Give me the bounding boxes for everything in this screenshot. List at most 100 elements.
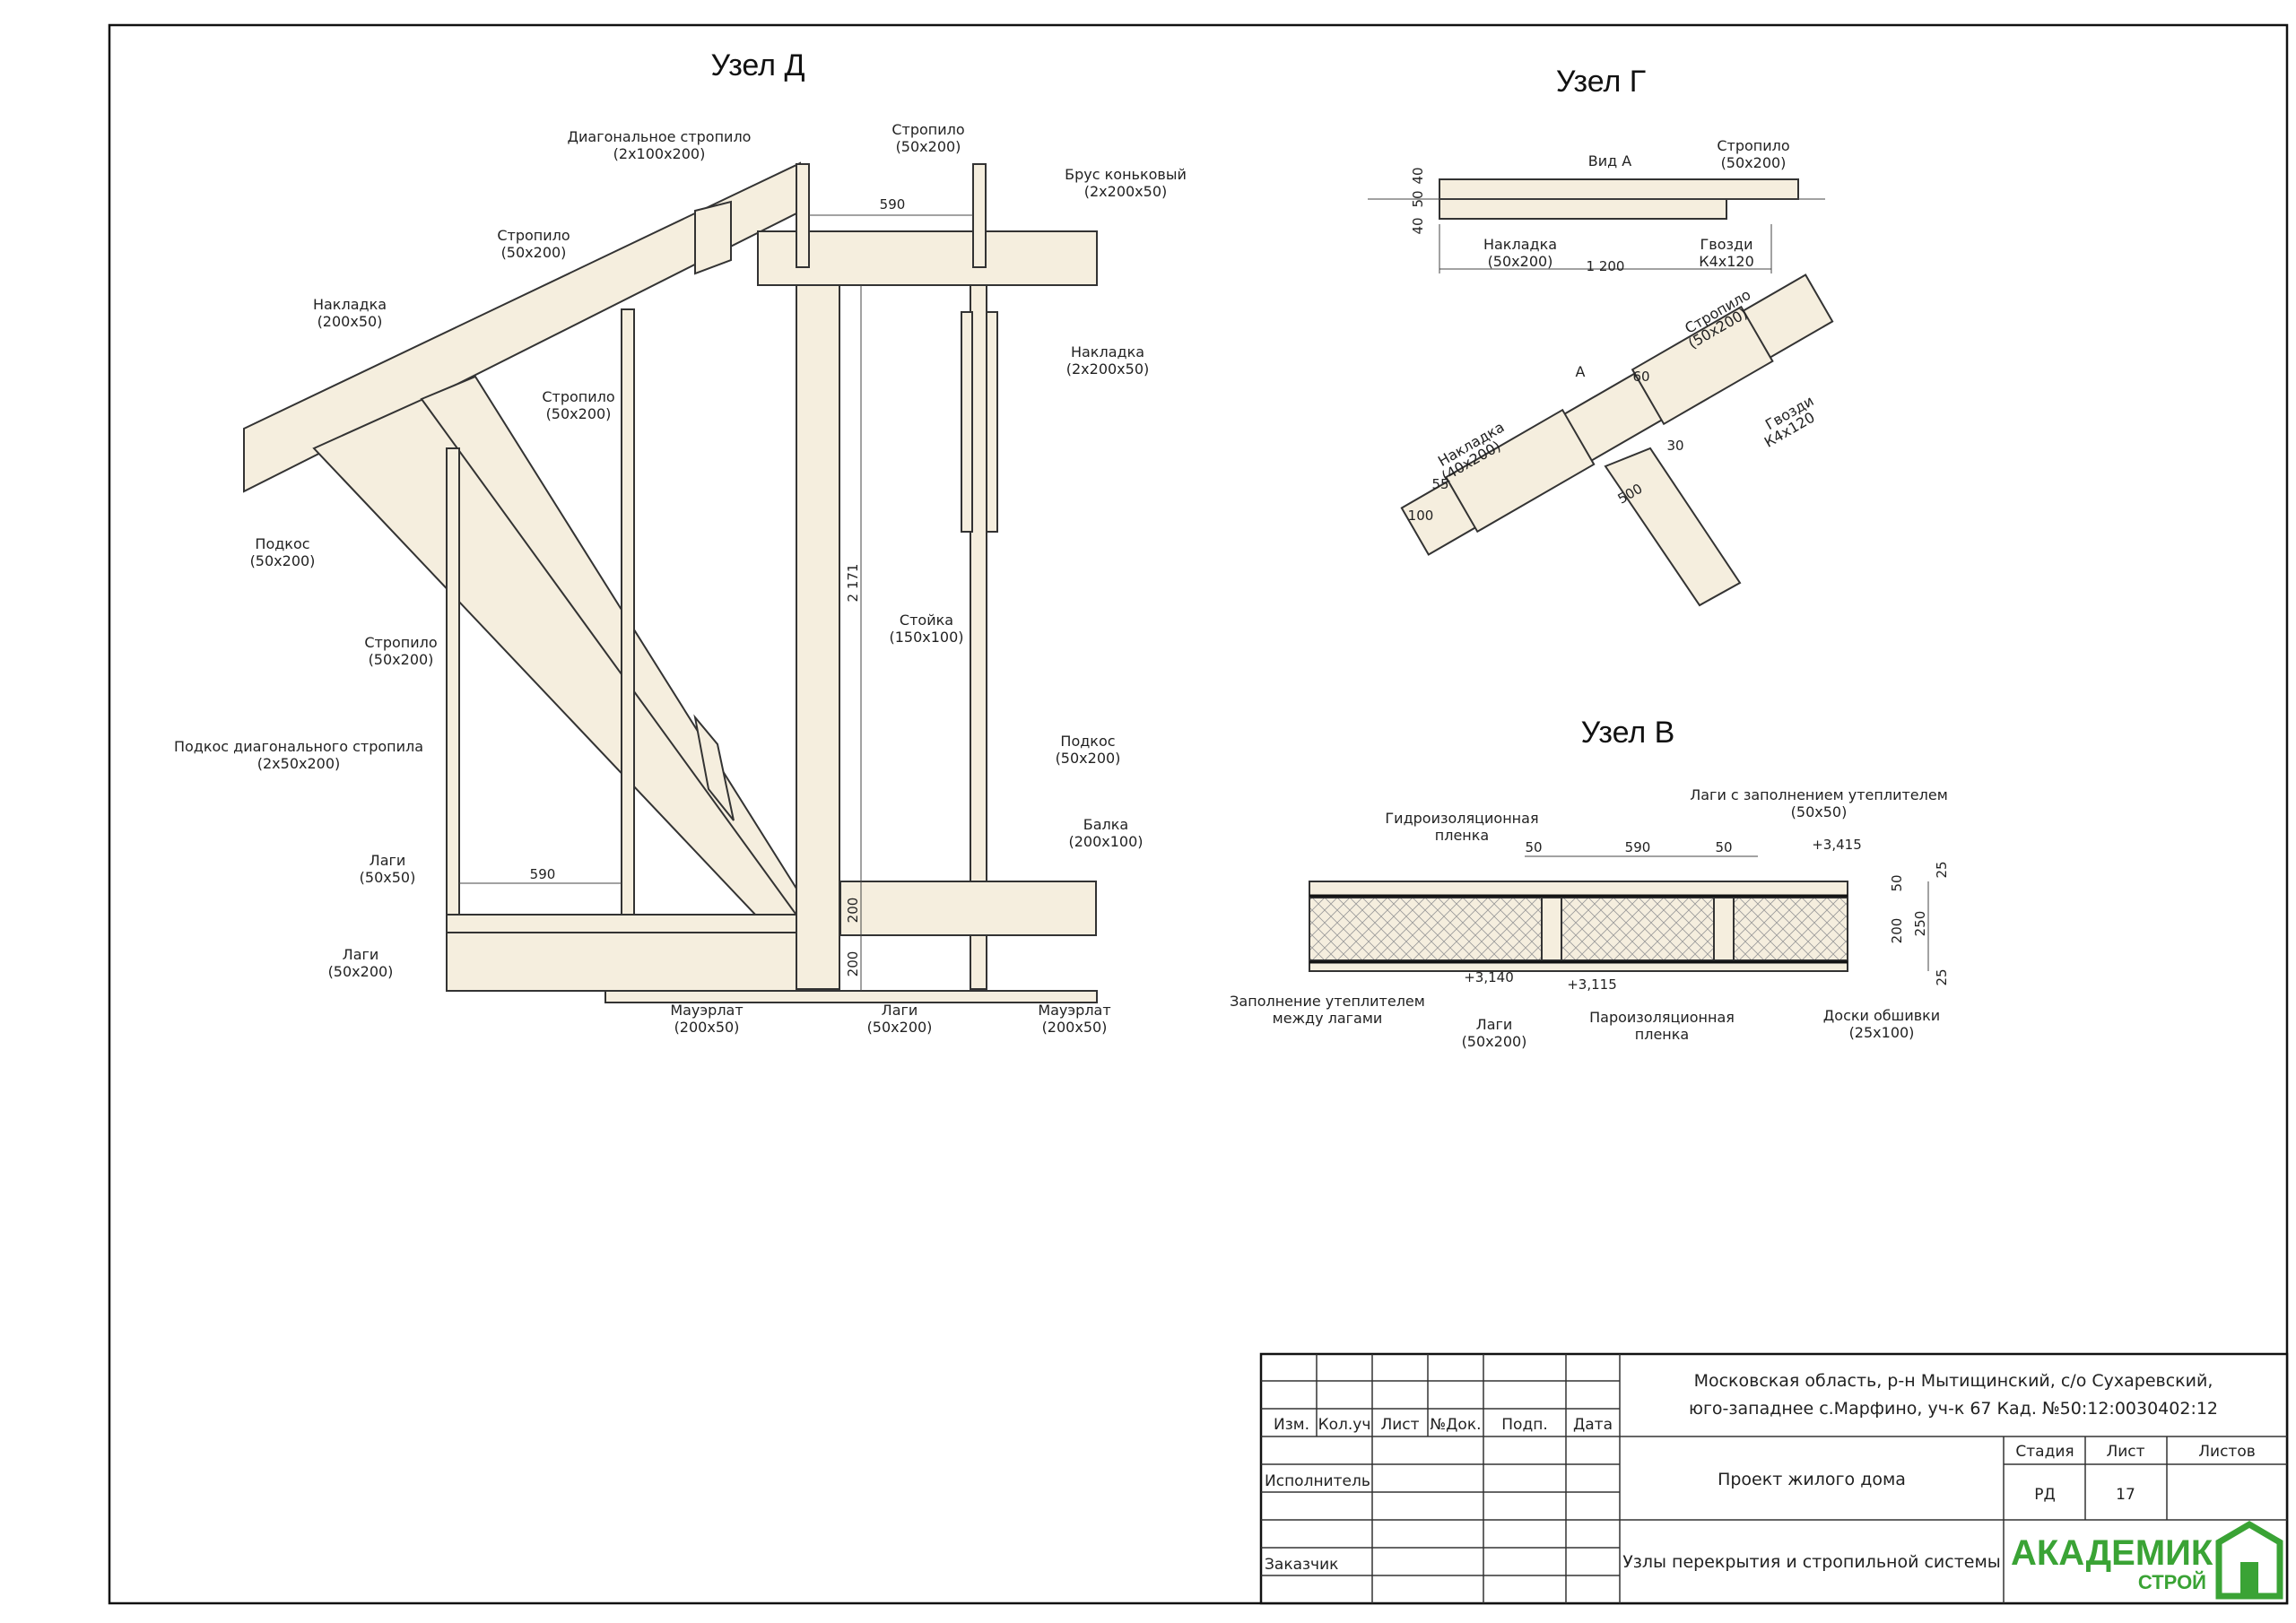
dim-1200: 1 200	[1587, 258, 1625, 274]
label-mauerlat-l-1: Мауэрлат	[670, 1002, 743, 1019]
label-strut-right-1: Подкос	[1060, 733, 1115, 750]
uzel-g-drawing	[1368, 178, 1834, 607]
label-fill-2: между лагами	[1273, 1010, 1383, 1027]
level-low: +3,115	[1567, 976, 1617, 993]
label-strut-right-2: (50х200)	[1056, 750, 1121, 767]
label-joist-small-2: (50х50)	[360, 869, 416, 886]
label-boards-1: Доски обшивки	[1823, 1007, 1940, 1024]
company-logo: АКАДЕМИК СТРОЙ	[2011, 1520, 2283, 1600]
tb-col-koluch: Кол.уч	[1318, 1416, 1371, 1434]
label-joist-bottom-2: (50х200)	[867, 1019, 933, 1036]
label-boards-2: (25х100)	[1849, 1024, 1915, 1041]
dim-v-r250: 250	[1912, 911, 1928, 937]
label-v-joists-1: Лаги	[1476, 1016, 1513, 1033]
dim-g-40b: 40	[1410, 217, 1426, 234]
label-post-1: Стойка	[900, 612, 953, 629]
tb-sheet-title: Узлы перекрытия и стропильной системы	[1622, 1552, 2001, 1572]
label-fill-1: Заполнение утеплителем	[1230, 993, 1425, 1010]
logo-sub-text: СТРОЙ	[2138, 1571, 2206, 1593]
label-rafter-left-2: (50х200)	[501, 244, 567, 261]
dim-200a: 200	[845, 898, 861, 924]
label-mauerlat-r-1: Мауэрлат	[1038, 1002, 1110, 1019]
label-g-overlay-2: (50х200)	[1488, 253, 1553, 270]
house-icon	[2215, 1520, 2283, 1600]
dim-g-40a: 40	[1410, 167, 1426, 184]
tb-stage-value: РД	[2034, 1486, 2056, 1504]
label-hydro-2: пленка	[1435, 827, 1489, 844]
label-overlay-right-1: Накладка	[1071, 343, 1144, 360]
tb-customer: Заказчик	[1265, 1556, 1338, 1574]
label-diag-rafter-1: Диагональное стропило	[568, 128, 752, 145]
tb-col-data: Дата	[1573, 1416, 1613, 1434]
label-arrow-a: А	[1576, 363, 1586, 380]
label-overlay-left-2: (200х50)	[317, 313, 383, 330]
tb-address-2: юго-западнее с.Марфино, уч-к 67 Кад. №50…	[1689, 1399, 2218, 1419]
dim-v-r25b: 25	[1934, 968, 1950, 985]
dim-2171: 2 171	[845, 564, 861, 603]
label-joists-ins-2: (50х50)	[1791, 803, 1848, 820]
label-rafter-top-1: Стропило	[891, 121, 964, 138]
dim-200b: 200	[845, 951, 861, 977]
label-g-rafter-2: (50х200)	[1721, 154, 1787, 171]
label-view-a: Вид А	[1588, 152, 1632, 169]
label-joist-bottom-1: Лаги	[882, 1002, 918, 1019]
dim-v-590: 590	[1625, 839, 1651, 855]
label-joist-small-1: Лаги	[370, 852, 406, 869]
label-ridge-1: Брус коньковый	[1065, 166, 1187, 183]
label-rafter-mid-1: Стропило	[542, 388, 614, 405]
label-v-joists-2: (50х200)	[1462, 1033, 1527, 1050]
label-beam-1: Балка	[1083, 816, 1128, 833]
label-rafter-left-1: Стропило	[497, 227, 570, 244]
level-top: +3,415	[1812, 837, 1862, 853]
label-diag-rafter-2: (2х100х200)	[613, 145, 706, 162]
label-joist-big-2: (50х200)	[328, 963, 394, 980]
dim-v-50a: 50	[1525, 839, 1542, 855]
tb-col-ndok: №Док.	[1430, 1416, 1481, 1434]
label-ridge-2: (2х200х50)	[1084, 183, 1168, 200]
dim-g-50: 50	[1410, 190, 1426, 207]
title-uzel-g: Узел Г	[1556, 65, 1646, 99]
tb-col-list: Лист	[1380, 1416, 1419, 1434]
label-vapor-1: Пароизоляционная	[1589, 1009, 1735, 1026]
label-mauerlat-l-2: (200х50)	[674, 1019, 740, 1036]
label-g-overlay-1: Накладка	[1483, 236, 1557, 253]
tb-project: Проект жилого дома	[1718, 1470, 1906, 1489]
tb-col-izm: Изм.	[1274, 1416, 1309, 1434]
uzel-d-drawing	[243, 161, 1098, 1003]
title-uzel-v: Узел В	[1581, 716, 1675, 750]
label-beam-2: (200х100)	[1068, 833, 1143, 850]
dim-v-50b: 50	[1715, 839, 1732, 855]
dim-g-55: 55	[1431, 476, 1448, 492]
label-vapor-2: пленка	[1635, 1026, 1689, 1043]
label-rafter-top-2: (50х200)	[896, 138, 961, 155]
label-mauerlat-r-2: (200х50)	[1042, 1019, 1108, 1036]
level-mid: +3,140	[1464, 969, 1514, 985]
label-overlay-left-1: Накладка	[313, 296, 387, 313]
dim-g-30: 30	[1666, 438, 1683, 454]
tb-stage-label: Стадия	[2015, 1443, 2074, 1461]
sheet-frame	[108, 23, 2289, 1605]
label-diag-strut-1: Подкос диагонального стропила	[174, 738, 423, 755]
label-g-nails-2: К4х120	[1699, 253, 1754, 270]
label-rafter-mid-2: (50х200)	[546, 405, 612, 422]
tb-sheet-label: Лист	[2106, 1443, 2144, 1461]
tb-col-podp: Подп.	[1501, 1416, 1547, 1434]
dim-g-60: 60	[1632, 369, 1649, 385]
label-g-nails-1: Гвозди	[1700, 236, 1753, 253]
dim-590-top: 590	[880, 196, 906, 213]
label-joists-ins-1: Лаги с заполнением утеплителем	[1690, 786, 1948, 803]
dim-590-bottom: 590	[530, 866, 556, 882]
label-g-rafter-1: Стропило	[1717, 137, 1789, 154]
label-hydro-1: Гидроизоляционная	[1385, 810, 1538, 827]
label-overlay-right-2: (2х200х50)	[1066, 360, 1150, 378]
logo-main-text: АКАДЕМИК	[2011, 1533, 2213, 1573]
tb-address-1: Московская область, р-н Мытищинский, с/о…	[1694, 1371, 2213, 1391]
title-uzel-d: Узел Д	[711, 48, 805, 82]
uzel-v-drawing	[1309, 855, 1929, 972]
dim-v-r50: 50	[1889, 874, 1905, 891]
tb-sheets-label: Листов	[2198, 1443, 2256, 1461]
label-rafter-low-2: (50х200)	[369, 651, 434, 668]
dim-v-r25a: 25	[1934, 861, 1950, 878]
label-rafter-low-1: Стропило	[364, 634, 437, 651]
